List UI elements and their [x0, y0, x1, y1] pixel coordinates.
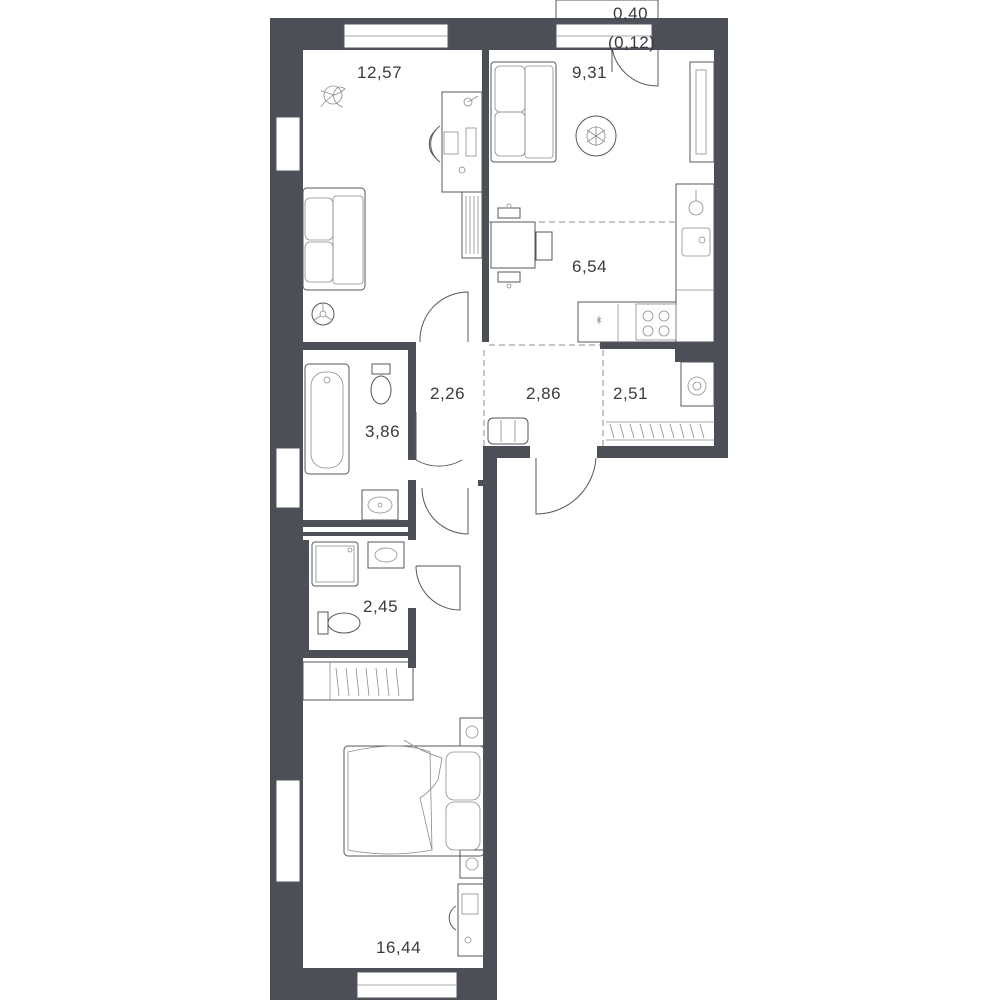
- living-room-furniture: [302, 85, 483, 326]
- windows: [275, 23, 653, 999]
- area-bathroom: 3,86: [365, 422, 400, 441]
- exterior-walls: [270, 18, 728, 1000]
- toilet-furniture: [311, 541, 405, 635]
- area-balcony-reduced: (0,12): [608, 33, 655, 52]
- area-corridor: 2,26: [430, 384, 465, 403]
- doors: [415, 291, 597, 611]
- wardrobe-furniture: [487, 361, 715, 445]
- area-living-room: 12,57: [357, 63, 402, 82]
- bedroom-wardrobe: [302, 661, 414, 701]
- area-balcony: 0,40: [613, 4, 648, 23]
- area-toilet: 2,45: [363, 597, 398, 616]
- plant-icon: [320, 85, 346, 108]
- kitchen-furniture: [490, 61, 715, 343]
- interior-walls: [303, 50, 715, 668]
- bedroom-furniture: [343, 717, 485, 957]
- area-wardrobe: 2,51: [613, 384, 648, 403]
- area-hallway: 2,86: [526, 384, 561, 403]
- area-kitchen-living: 9,31: [572, 63, 607, 82]
- area-bedroom: 16,44: [376, 938, 421, 957]
- area-labels: 12,57 9,31 0,40 (0,12) 6,54 2,26 2,86 2,…: [357, 4, 655, 957]
- bathroom-furniture: [304, 363, 399, 521]
- zone-borders: [483, 221, 676, 446]
- area-kitchen: 6,54: [572, 257, 607, 276]
- balcony: [555, 0, 659, 87]
